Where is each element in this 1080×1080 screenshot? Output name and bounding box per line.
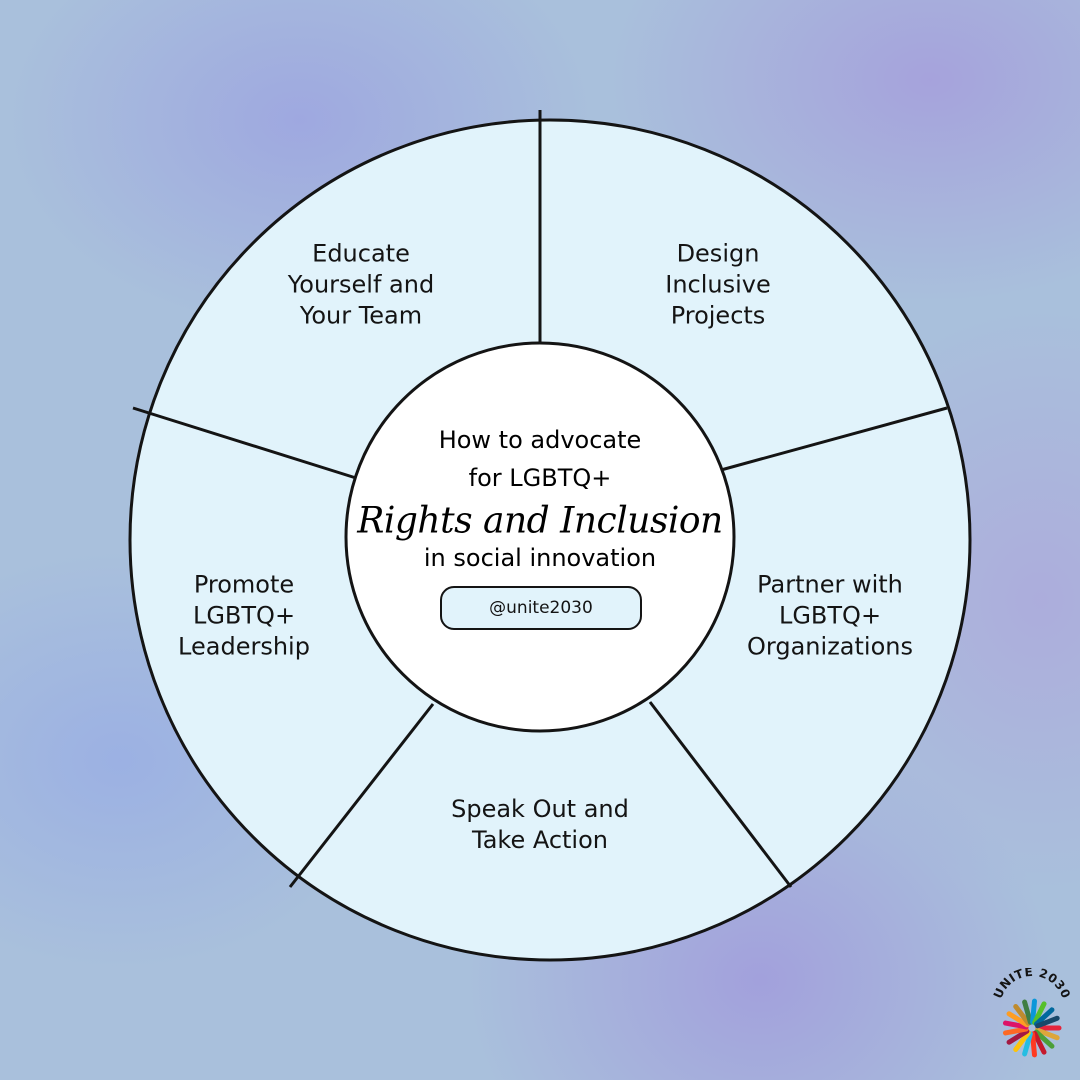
- segment-label-line: Inclusive: [665, 270, 771, 299]
- divider-promote-educate: [132, 406, 357, 480]
- logo-ray: [1006, 1028, 1030, 1045]
- unite2030-logo: UNITE 2030: [992, 968, 1072, 1058]
- segment-label-line: Speak Out and: [451, 795, 629, 823]
- logo-ray: [1013, 1003, 1031, 1026]
- segment-label-line: Educate: [312, 239, 410, 268]
- segment-label-line: Organizations: [747, 632, 913, 661]
- center-subtitle-line3: in social innovation: [423, 544, 657, 572]
- social-handle-badge: @unite2030: [440, 586, 642, 630]
- logo-ray: [1033, 1029, 1055, 1049]
- segment-label-line: LGBTQ+: [192, 601, 296, 630]
- divider-design-partner: [720, 406, 948, 472]
- unite2030-logo-text: UNITE 2030: [992, 968, 1072, 1001]
- segment-label-line: Yourself and: [287, 270, 435, 299]
- segment-label-line: Projects: [670, 301, 766, 330]
- center-subtitle-line1: How to advocate: [438, 426, 642, 454]
- segment-label-line: Design: [676, 239, 760, 268]
- logo-ray: [1002, 1026, 1029, 1036]
- sdg-color-wheel-icon: [1002, 998, 1062, 1058]
- logo-ray: [1006, 1011, 1030, 1028]
- segment-label-line: Leadership: [178, 632, 310, 661]
- segment-label-line: Partner with: [757, 570, 903, 599]
- center-circle: [344, 341, 736, 733]
- logo-ray: [1032, 1001, 1047, 1026]
- divider-speak-promote: [288, 703, 435, 888]
- logo-ray: [1013, 1030, 1031, 1053]
- logo-ray: [1032, 1030, 1047, 1055]
- logo-ray: [1035, 1027, 1060, 1041]
- segment-label-line: LGBTQ+: [778, 601, 882, 630]
- logo-ray: [1033, 1007, 1055, 1027]
- center-heading: Rights and Inclusion: [357, 500, 723, 542]
- logo-ray: [1030, 998, 1037, 1025]
- logo-ray: [1022, 1031, 1033, 1057]
- logo-ray: [1030, 1031, 1037, 1058]
- social-handle-text: @unite2030: [489, 598, 593, 618]
- divider-partner-speak: [648, 701, 793, 888]
- logo-ray: [1002, 1020, 1029, 1030]
- segment-label-line: Promote: [193, 570, 295, 599]
- logo-ray: [1022, 999, 1033, 1025]
- center-subtitle-line2: for LGBTQ+: [468, 464, 612, 492]
- logo-ray: [1035, 1015, 1060, 1029]
- segment-label-line: Your Team: [299, 301, 423, 330]
- segment-label-line: Take Action: [472, 826, 608, 854]
